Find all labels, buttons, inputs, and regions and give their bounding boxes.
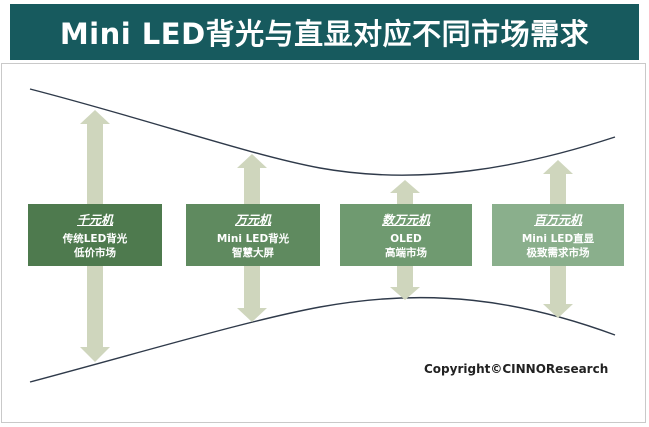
upper-boundary-curve xyxy=(29,88,616,176)
arrow-up-2 xyxy=(237,154,267,204)
arrow-up-3 xyxy=(390,180,420,204)
arrow-down-1 xyxy=(80,266,110,362)
segment-market: 高端市场 xyxy=(385,246,427,259)
diagram-frame xyxy=(1,63,646,423)
arrow-down-2 xyxy=(237,266,267,322)
segment-box-premium: 万元机 Mini LED背光 智慧大屏 xyxy=(186,204,320,266)
arrow-down-4 xyxy=(543,266,573,318)
segment-technology: OLED xyxy=(390,232,422,245)
segment-box-high-end: 数万元机 OLED 高端市场 xyxy=(340,204,472,266)
arrow-up-4 xyxy=(543,160,573,204)
segment-box-ultra: 百万元机 Mini LED直显 极致需求市场 xyxy=(492,204,624,266)
arrow-up-1 xyxy=(80,110,110,204)
segment-technology: Mini LED直显 xyxy=(521,232,595,245)
segment-box-budget: 千元机 传统LED背光 低价市场 xyxy=(28,204,162,266)
lower-boundary-curve xyxy=(29,296,616,383)
copyright-text: Copyright©CINNOResearch xyxy=(424,362,609,376)
arrow-down-3 xyxy=(390,266,420,300)
segment-title: 万元机 xyxy=(234,212,271,227)
page-title: Mini LED背光与直显对应不同市场需求 xyxy=(59,17,590,51)
segment-technology: Mini LED背光 xyxy=(216,232,290,245)
segment-market: 智慧大屏 xyxy=(232,246,274,259)
segment-market: 极致需求市场 xyxy=(526,246,590,259)
title-bar: Mini LED背光与直显对应不同市场需求 xyxy=(10,4,639,60)
segment-title: 百万元机 xyxy=(533,212,582,227)
segment-title: 数万元机 xyxy=(381,212,430,227)
segment-market: 低价市场 xyxy=(74,246,116,259)
segment-technology: 传统LED背光 xyxy=(62,232,128,245)
segment-title: 千元机 xyxy=(76,212,113,227)
